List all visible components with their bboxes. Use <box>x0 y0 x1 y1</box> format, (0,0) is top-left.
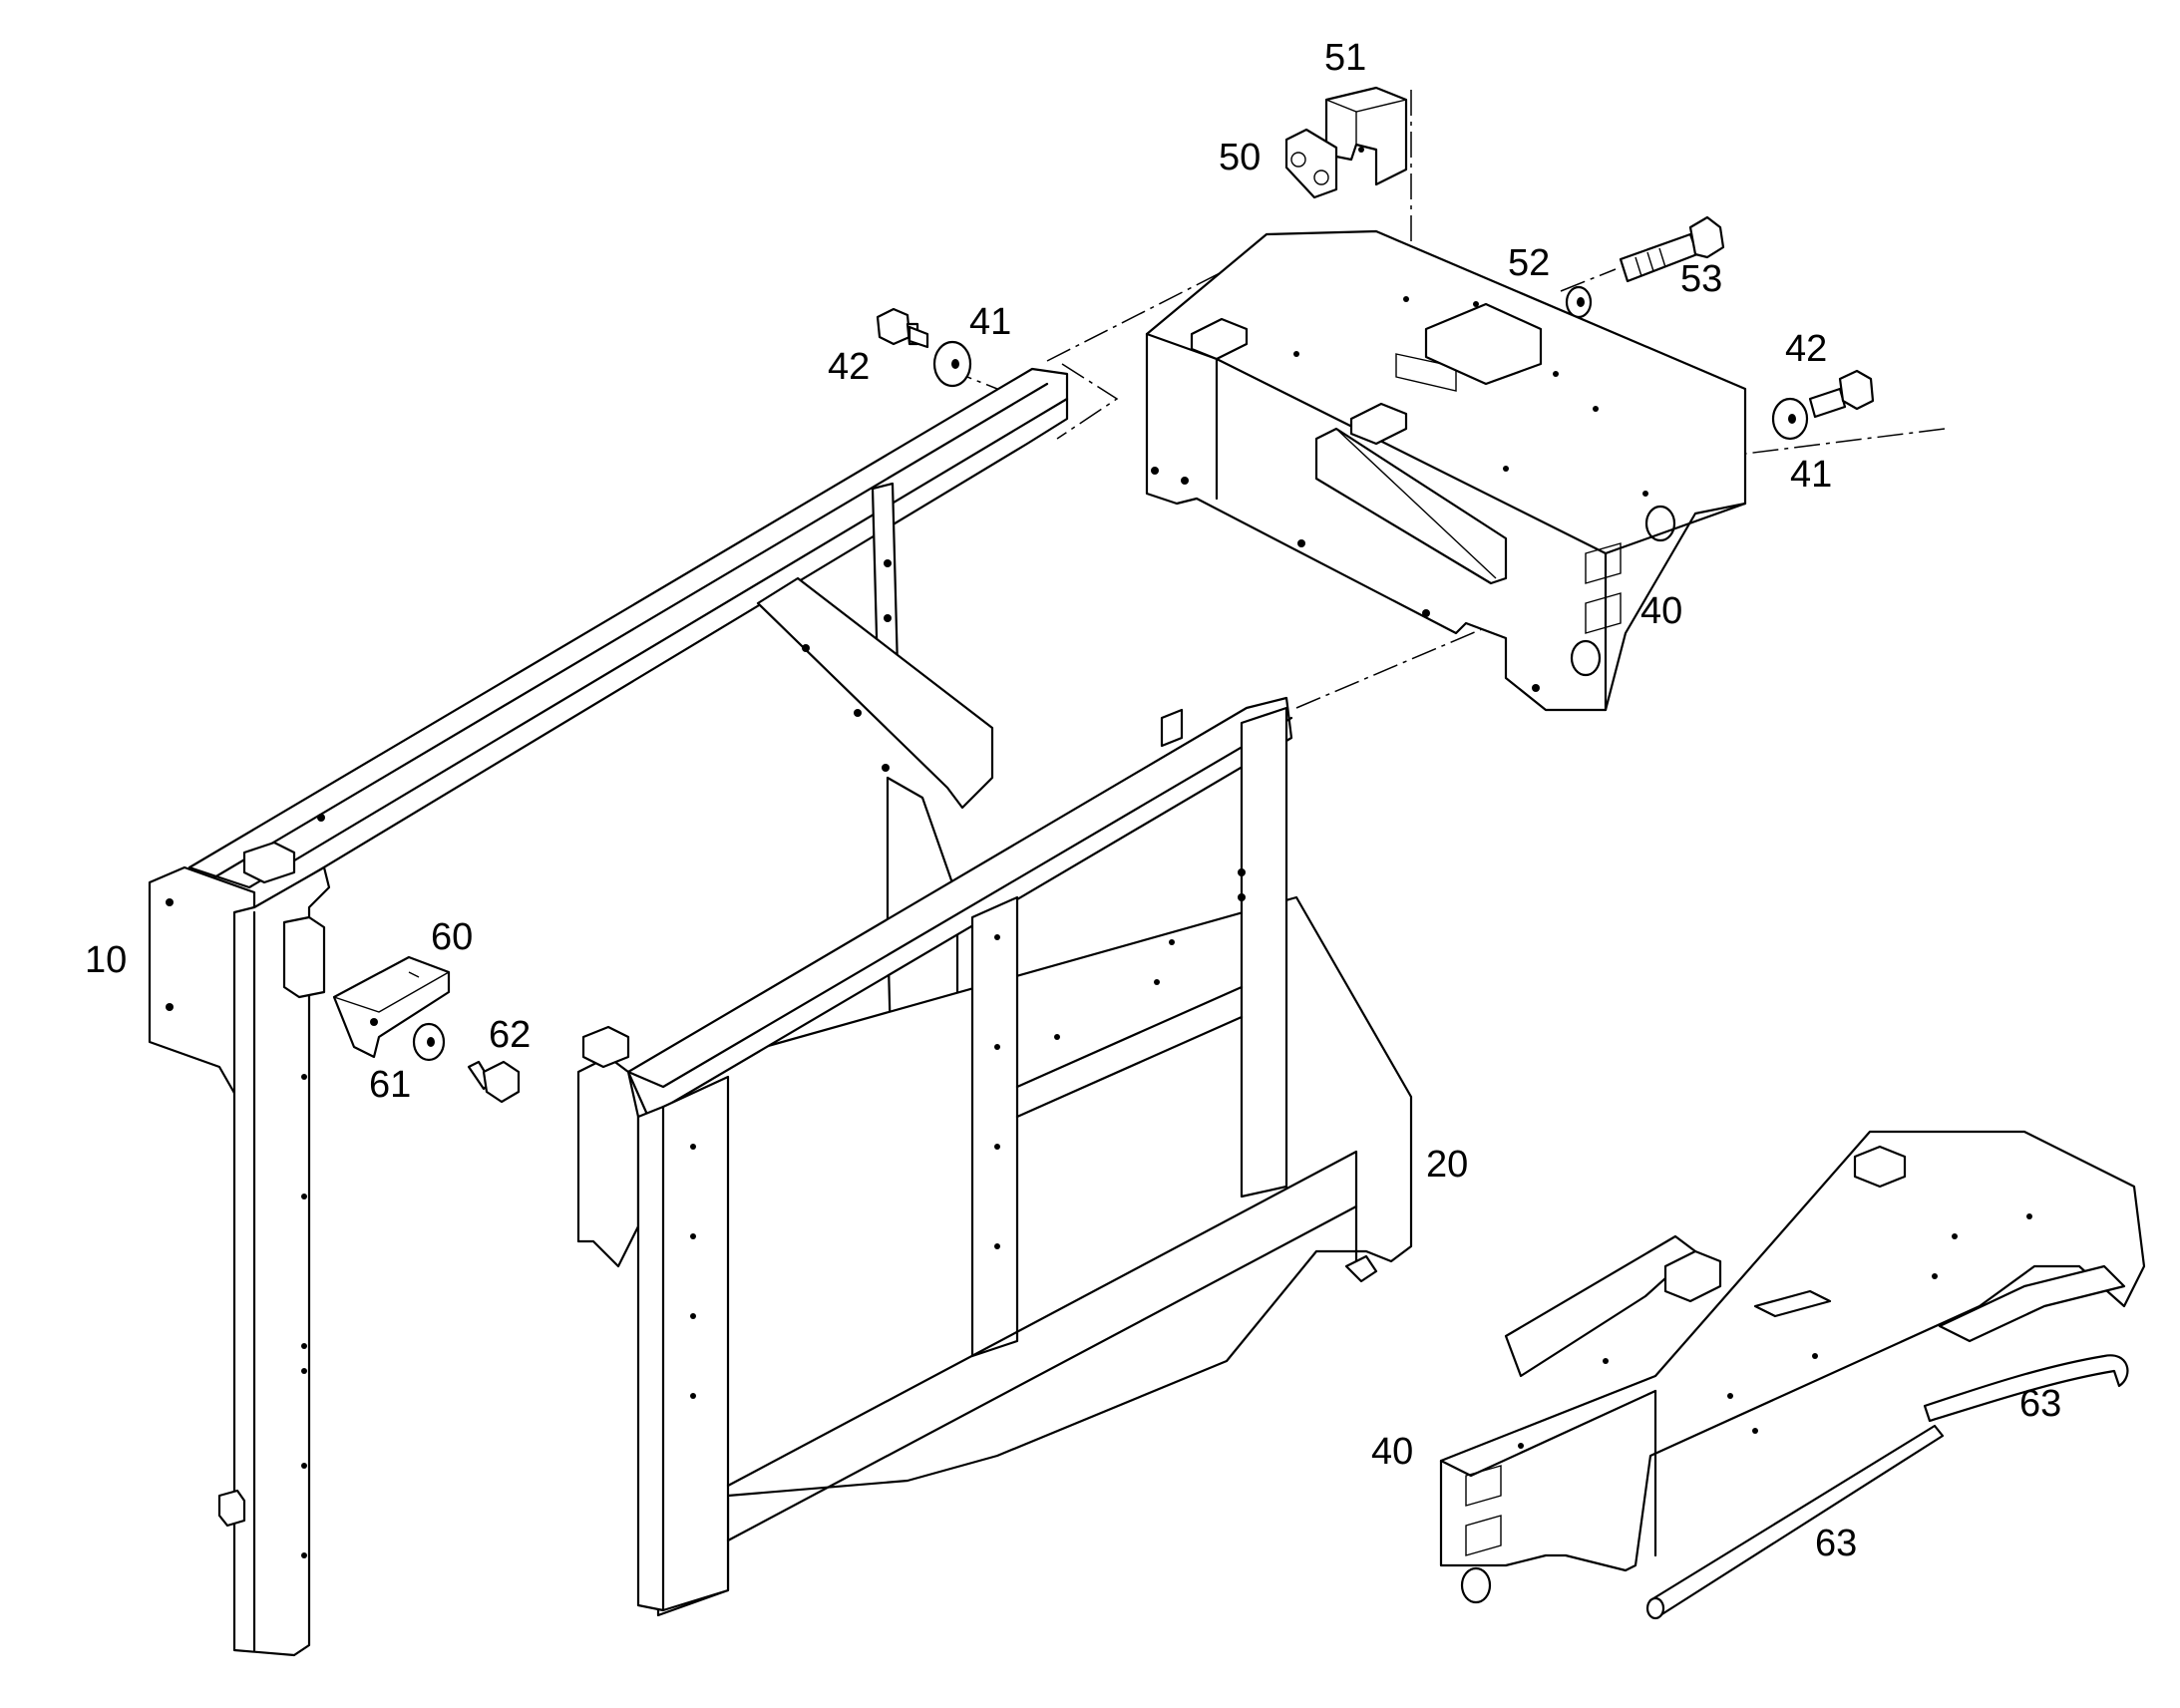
callout-63-lower: 63 <box>1815 1523 1857 1564</box>
part-41-washer-upper-left <box>932 340 972 388</box>
part-63-cord-right <box>1923 1354 2129 1423</box>
callout-10: 10 <box>85 939 127 981</box>
callout-41-upper-left: 41 <box>969 301 1011 343</box>
callout-42-upper-left: 42 <box>828 346 870 388</box>
part-20-front-frame <box>576 696 1413 1617</box>
callout-60: 60 <box>431 916 473 958</box>
callout-51: 51 <box>1324 37 1366 79</box>
callout-62: 62 <box>489 1014 531 1056</box>
part-60-bracket <box>332 955 451 1059</box>
part-51-clamp <box>1324 86 1408 186</box>
part-40-upper-box <box>1145 229 1747 712</box>
callout-53: 53 <box>1680 258 1722 300</box>
part-53-bolt <box>1619 215 1725 283</box>
part-42-bolt-upper-left <box>876 307 929 349</box>
part-62-bolt <box>467 1060 521 1104</box>
callout-42-right: 42 <box>1785 328 1827 370</box>
part-41-washer-right <box>1771 397 1809 441</box>
part-61-washer <box>412 1022 446 1062</box>
callout-61: 61 <box>369 1064 411 1106</box>
part-40-lower-box <box>1439 1130 2146 1604</box>
callout-40-lower: 40 <box>1371 1431 1413 1473</box>
part-50-plate <box>1284 128 1338 199</box>
callout-40-upper: 40 <box>1640 590 1682 632</box>
part-42-bolt-right <box>1808 369 1875 419</box>
callout-41-right: 41 <box>1790 454 1832 496</box>
callout-labels: 51 50 52 53 42 41 42 41 40 10 60 62 61 2… <box>85 37 2061 1564</box>
callout-20: 20 <box>1426 1144 1468 1186</box>
part-10-left-frame <box>148 367 1069 1657</box>
callout-63-right: 63 <box>2019 1383 2061 1425</box>
part-63-cord-lower <box>1645 1424 1945 1620</box>
callout-50: 50 <box>1219 137 1261 178</box>
callout-52: 52 <box>1508 242 1550 284</box>
part-52-washer <box>1565 285 1593 319</box>
